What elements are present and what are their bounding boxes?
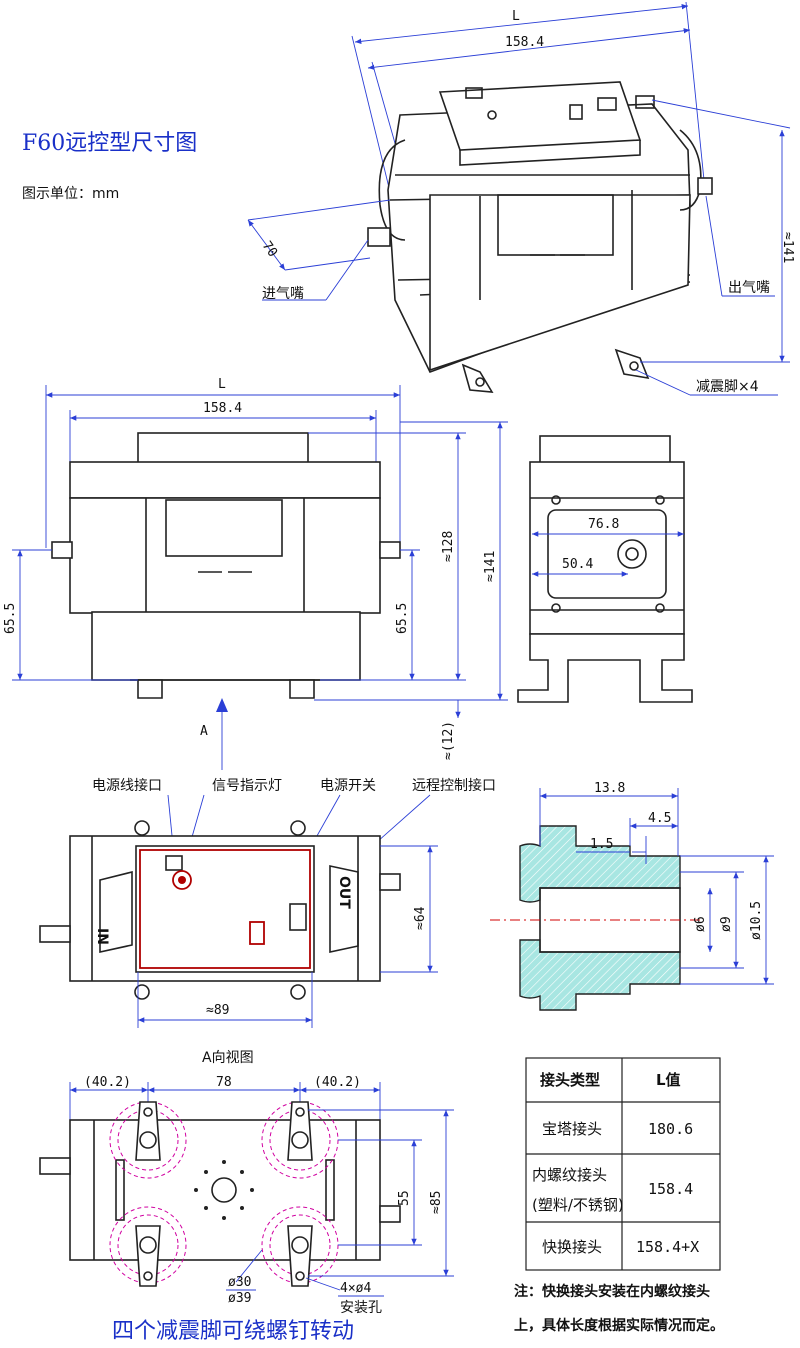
unit-label: 图示单位：mm [22,186,119,202]
in-mark: IN [94,928,110,945]
footnote-line-2: 上，具体长度根据实际情况而定。 [514,1317,724,1334]
bottom-dim-40-left: (40.2) [84,1075,131,1090]
out-mark: OUT [336,876,352,909]
bottom-dim-39: ø39 [228,1291,251,1306]
top-dim-89: ≈89 [206,1003,229,1018]
bottom-note: 四个减震脚可绕螺钉转动 [112,1319,354,1344]
front-dim-L: L [218,377,226,392]
table-header-type: 接头类型 [540,1071,600,1089]
side-dim-76: 76.8 [588,517,619,532]
page-title: F60远控型尺寸图 [22,131,197,156]
table-header-value: L值 [656,1071,681,1089]
fit-dim-6: ø6 [693,916,708,932]
fitting-section-top [519,825,681,903]
bottom-view-caption: A向视图 [202,1050,254,1066]
front-dim-158: 158.4 [203,401,242,416]
bottom-dim-85: ≈85 [429,1191,444,1214]
bottom-dim-78: 78 [216,1075,232,1090]
isometric-view: L 158.4 70 [247,1,795,396]
arrow-a-label: A [200,724,208,739]
table-row-2-type: 内螺纹接头 [532,1166,607,1184]
bottom-dim-30: ø30 [228,1275,251,1290]
bottom-dim-55: 55 [397,1190,412,1206]
table-row-1-type: 宝塔接头 [542,1120,602,1138]
fitting-section-bottom [519,939,681,1011]
feet-label: 减震脚×4 [696,379,759,395]
fit-dim-1-5: 1.5 [590,837,613,852]
power-port-label: 电源线接口 [92,777,162,794]
fitting-detail: 13.8 4.5 1.5 ø6 ø9 ø10.5 [490,781,774,1011]
front-dim-141: ≈141 [483,551,498,582]
holes-sub-label: 安装孔 [340,1300,382,1316]
foot-top-left [109,1101,187,1179]
fit-dim-9: ø9 [719,916,734,932]
bottom-view: A向视图 (40.2) 78 (40.2) [39,1050,454,1344]
table-row-2-sub: (塑料/不锈钢) [532,1196,624,1214]
table-row-3-value: 158.4+X [636,1238,699,1256]
footnote-line-1: 注：快换接头安装在内螺纹接头 [514,1283,710,1300]
side-dim-50: 50.4 [562,557,593,572]
foot-top-right [261,1101,339,1179]
iso-dim-141: ≈141 [780,232,795,263]
foot-bottom-left [109,1206,187,1287]
front-dim-65-left: 65.5 [3,603,18,634]
holes-label: 4×ø4 [340,1281,371,1296]
side-view: 76.8 50.4 [517,435,693,703]
top-dim-64: ≈64 [413,906,428,930]
inlet-label: 进气嘴 [262,286,304,302]
remote-port-label: 远程控制接口 [412,777,496,794]
front-dim-128: ≈128 [441,531,456,562]
front-dim-65-right: 65.5 [395,603,410,634]
connector-table: 接头类型 L值 宝塔接头 180.6 内螺纹接头 (塑料/不锈钢) 158.4 … [525,1057,721,1271]
signal-light-label: 信号指示灯 [212,778,282,794]
table-row-1-value: 180.6 [648,1120,693,1138]
iso-dim-L: L [512,9,520,24]
iso-dim-158: 158.4 [505,35,544,50]
power-switch-label: 电源开关 [320,778,376,794]
outlet-label: 出气嘴 [728,280,770,296]
table-row-3-type: 快换接头 [542,1238,602,1256]
fit-dim-4-5: 4.5 [648,811,671,826]
iso-dim-70: 70 [259,239,280,260]
table-row-2-value: 158.4 [648,1180,693,1198]
front-dim-12: ≈(12) [441,721,456,760]
fit-dim-13-8: 13.8 [594,781,625,796]
bottom-dim-40-right: (40.2) [314,1075,361,1090]
top-view: 电源线接口 信号指示灯 电源开关 远程控制接口 IN OUT ≈64 [39,777,496,1028]
fit-dim-10-5: ø10.5 [749,901,764,940]
front-view: L 158.4 65.5 65.5 ≈128 ≈141 [3,377,508,770]
